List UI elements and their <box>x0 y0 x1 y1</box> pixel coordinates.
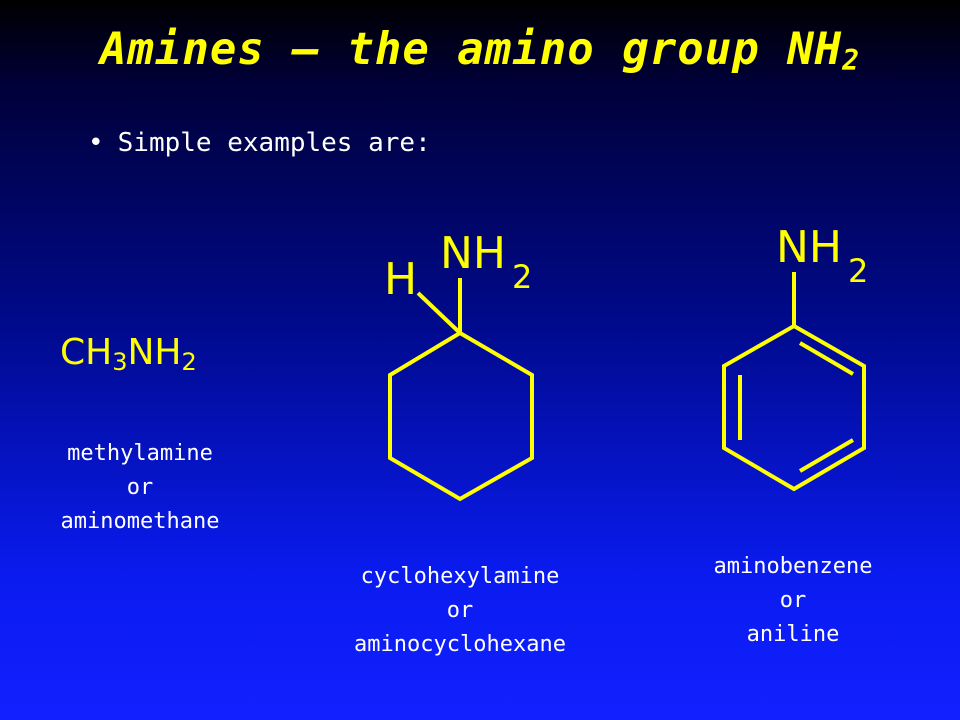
bullet-text: Simple examples are: <box>117 128 431 158</box>
aniline-nh-subscript: 2 <box>848 252 868 290</box>
benzene-double-bond-3 <box>798 438 855 473</box>
benzene-ring <box>722 323 866 492</box>
cyclohexylamine-nh-subscript: 2 <box>512 258 532 296</box>
cyclohexylamine-structure <box>388 278 534 502</box>
methylamine-alt-name: aminomethane <box>60 509 220 534</box>
title-text: Amines – the amino group NH <box>99 24 843 75</box>
methylamine-name: methylamine <box>67 441 213 466</box>
methylamine-or: or <box>126 475 154 500</box>
slide-title: Amines – the amino group NH2 <box>0 24 960 77</box>
bullet-simple-examples: • Simple examples are: <box>88 128 431 158</box>
aniline-name: aminobenzene <box>713 554 873 579</box>
cyclohexylamine-alt-name: aminocyclohexane <box>354 632 566 657</box>
aniline-alt-name: aniline <box>746 622 840 647</box>
formula-ch-subscript: 3 <box>112 348 128 376</box>
benzene-double-bond-1 <box>798 341 855 376</box>
aniline-or: or <box>779 588 807 613</box>
formula-nh: NH <box>127 332 182 373</box>
cyclohexylamine-name: cyclohexylamine <box>360 564 560 589</box>
cyclohexylamine-or: or <box>446 598 474 623</box>
formula-nh-subscript: 2 <box>181 348 197 376</box>
c-h-bond <box>416 291 462 335</box>
aniline-structure <box>722 272 866 492</box>
cyclohexane-ring <box>388 330 534 502</box>
title-subscript: 2 <box>842 44 861 77</box>
aniline-nh-label: NH <box>776 222 842 273</box>
methylamine-caption: methylamine or aminomethane <box>20 437 260 539</box>
formula-ch: CH <box>60 332 113 373</box>
cyclohexylamine-caption: cyclohexylamine or aminocyclohexane <box>300 560 620 662</box>
bullet-dot-icon: • <box>88 128 104 158</box>
cyclohexylamine-h-label: H <box>384 254 417 305</box>
methylamine-formula: CH3NH2 <box>60 332 197 376</box>
cyclohexylamine-nh-label: NH <box>440 228 506 279</box>
aniline-caption: aminobenzene or aniline <box>668 550 918 652</box>
